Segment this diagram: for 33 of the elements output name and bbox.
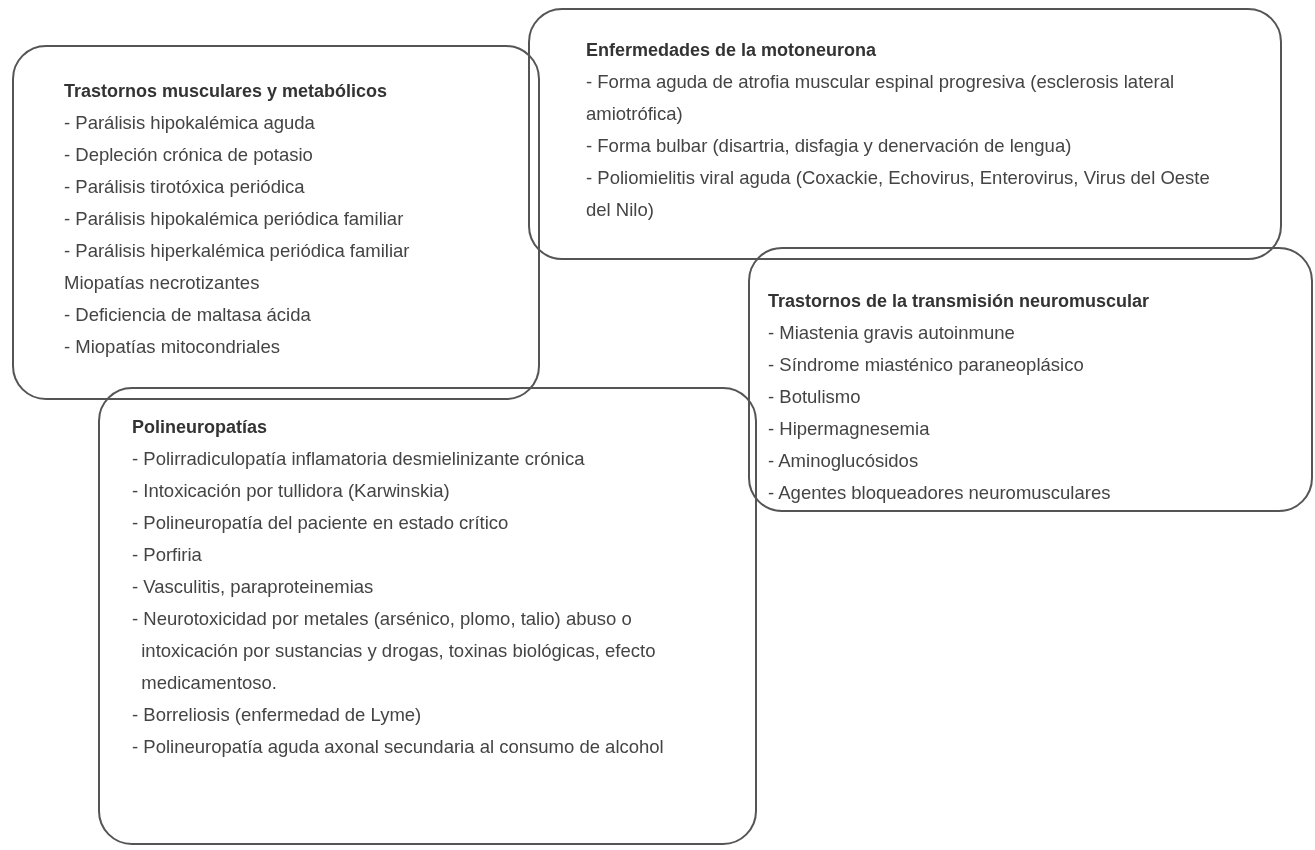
list-item: - Botulismo bbox=[768, 385, 862, 409]
list-item: - Parálisis hipokalémica periódica familiar bbox=[64, 207, 405, 231]
category-heading: Trastornos musculares y metabólicos bbox=[64, 80, 389, 103]
category-heading: Trastornos de la transmisión neuromuscular bbox=[768, 290, 1151, 313]
list-item: - Miastenia gravis autoinmune bbox=[768, 321, 1016, 345]
list-item: - Vasculitis, paraproteinemias bbox=[132, 575, 375, 599]
list-item: - Borreliosis (enfermedad de Lyme) bbox=[132, 703, 423, 727]
list-item: - Parálisis hiperkalémica periódica familiar bbox=[64, 239, 411, 263]
category-heading: Polineuropatías bbox=[132, 416, 269, 439]
list-item: - Neurotoxicidad por metales (arsénico, plomo, talio) abuso o intoxicación por sustancias y drogas, toxinas biológicas, efecto medicamentoso. bbox=[132, 607, 657, 695]
category-heading: Enfermedades de la motoneurona bbox=[586, 39, 878, 62]
category-box bbox=[748, 247, 1313, 512]
list-item: - Parálisis tirotóxica periódica bbox=[64, 175, 306, 199]
list-item: - Miopatías mitocondriales bbox=[64, 335, 281, 359]
list-item: - Poliomielitis viral aguda (Coxackie, Echovirus, Enterovirus, Virus del Oeste del Nilo) bbox=[586, 166, 1211, 222]
list-item: - Aminoglucósidos bbox=[768, 449, 920, 473]
list-item: - Forma bulbar (disartria, disfagia y denervación de lengua) bbox=[586, 134, 1073, 158]
list-item: - Porfiria bbox=[132, 543, 203, 567]
list-item: - Depleción crónica de potasio bbox=[64, 143, 314, 167]
category-box bbox=[98, 387, 757, 845]
list-item: - Polineuropatía del paciente en estado crítico bbox=[132, 511, 510, 535]
list-item: - Agentes bloqueadores neuromusculares bbox=[768, 481, 1112, 505]
list-item: - Deficiencia de maltasa ácida bbox=[64, 303, 312, 327]
list-item: - Hipermagnesemia bbox=[768, 417, 931, 441]
category-box bbox=[12, 45, 540, 400]
list-item: - Polineuropatía aguda axonal secundaria al consumo de alcohol bbox=[132, 735, 665, 759]
category-box bbox=[528, 8, 1282, 260]
list-item: - Parálisis hipokalémica aguda bbox=[64, 111, 316, 135]
list-item: - Polirradiculopatía inflamatoria desmielinizante crónica bbox=[132, 447, 586, 471]
list-item: - Síndrome miasténico paraneoplásico bbox=[768, 353, 1085, 377]
list-item: - Forma aguda de atrofia muscular espinal progresiva (esclerosis lateral amiotrófica) bbox=[586, 70, 1176, 126]
list-item: - Intoxicación por tullidora (Karwinskia) bbox=[132, 479, 451, 503]
list-item: Miopatías necrotizantes bbox=[64, 271, 261, 295]
